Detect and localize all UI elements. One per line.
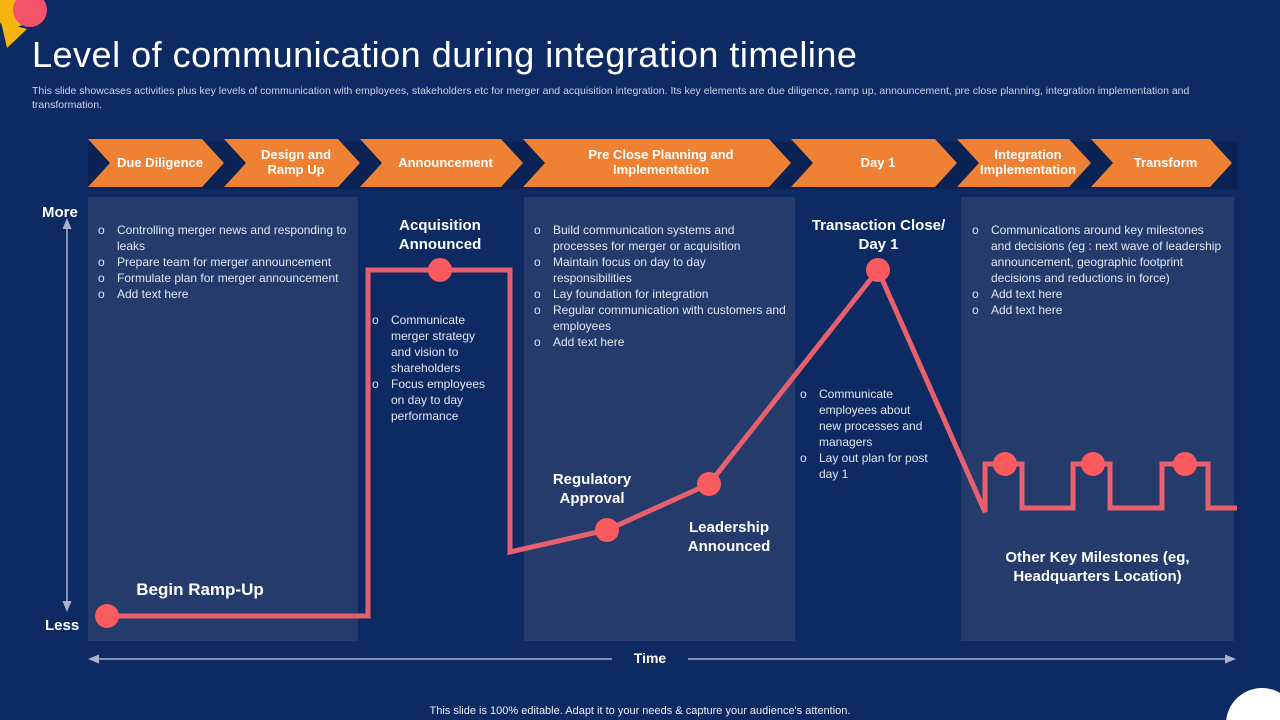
bullet-marker: o (98, 271, 105, 285)
footer-note: This slide is 100% editable. Adapt it to… (429, 705, 851, 717)
y-axis-label-more: More (42, 204, 78, 221)
bullet-marker: o (372, 377, 379, 391)
milestone-dot (866, 258, 890, 282)
chevron-transform: Transform (1091, 139, 1232, 187)
corner-decoration-bottom-right (1226, 688, 1280, 720)
label-transaction-close: Transaction Close/ Day 1 (811, 217, 946, 253)
label-acquisition-announced: Acquisition Announced (398, 217, 482, 253)
bullet-marker: o (972, 223, 979, 237)
chevron-due-diligence: Due Diligence (88, 139, 224, 187)
bullet-marker: o (800, 387, 807, 401)
chevron-day-1: Day 1 (791, 139, 957, 187)
y-axis-label-less: Less (45, 617, 80, 634)
bullet-marker: o (534, 335, 541, 349)
chevron-pre-close-planning: Pre Close Planning and Implementation (523, 139, 791, 187)
chevron-design-ramp-up: Design and Ramp Up (224, 139, 360, 187)
label-begin-ramp-up: Begin Ramp-Up (136, 580, 264, 599)
bullet-marker: o (534, 287, 541, 301)
bullet-marker: o (534, 255, 541, 269)
red-circle-shape (13, 0, 47, 27)
bullet-marker: o (98, 223, 105, 237)
yellow-circle-shape (0, 0, 36, 27)
milestone-dot (428, 258, 452, 282)
chevron-integration-implementation: Integration Implementation (957, 139, 1091, 187)
slide-description: This slide showcases activities plus key… (32, 85, 1190, 111)
bullet-marker: o (972, 303, 979, 317)
page-title: Level of communication during integratio… (32, 34, 858, 75)
yellow-pin-point-shape (1, 22, 27, 48)
bullet-marker: o (98, 255, 105, 269)
label-leadership-announced: Leadership Announced (687, 519, 771, 555)
label-other-key-milestones: Other Key Milestones (eg, Headquarters L… (1005, 549, 1190, 585)
label-regulatory-approval: Regulatory Approval (552, 471, 632, 507)
bullet-marker: o (800, 451, 807, 465)
y-axis (62, 218, 72, 612)
bullet-marker: o (972, 287, 979, 301)
x-axis-label-time: Time (633, 650, 667, 666)
bullet-marker: o (534, 223, 541, 237)
chevron-announcement: Announcement (360, 139, 523, 187)
bullet-marker: o (372, 313, 379, 327)
bullet-marker: o (98, 287, 105, 301)
bullet-marker: o (534, 303, 541, 317)
